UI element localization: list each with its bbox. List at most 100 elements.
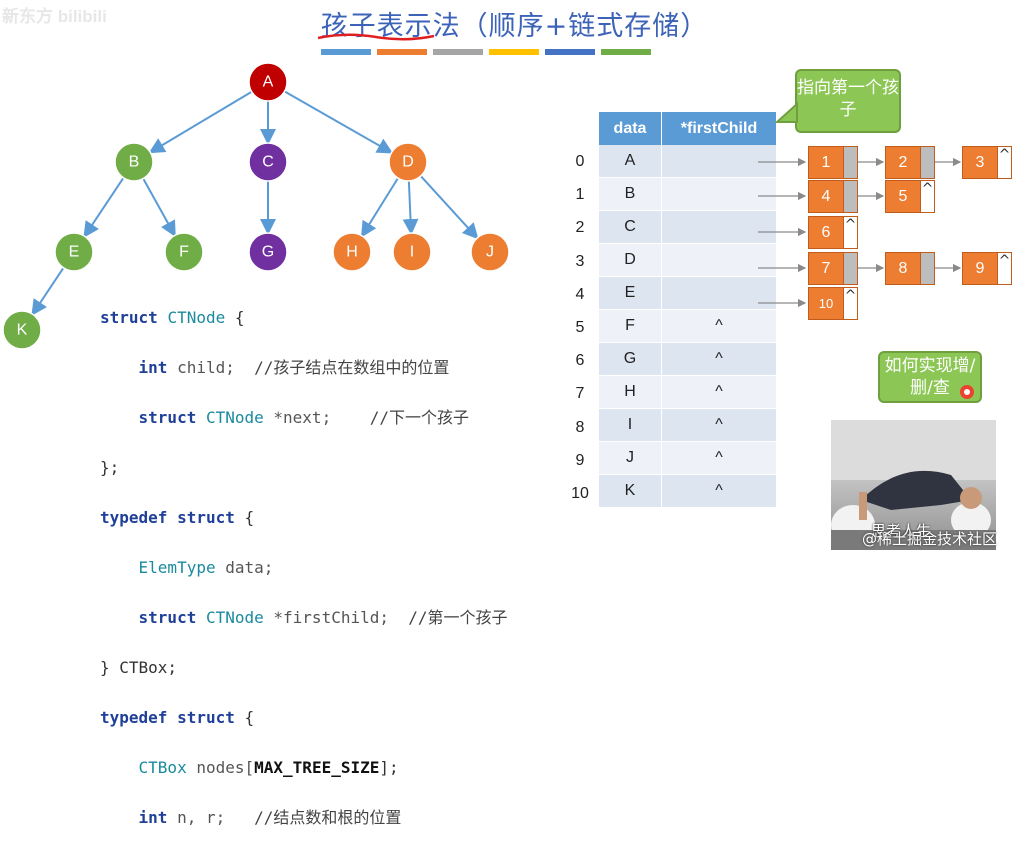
cell-firstchild (662, 277, 776, 310)
svg-text:E: E (69, 244, 80, 261)
next-pointer (920, 147, 934, 178)
cell-firstchild: ^ (662, 442, 776, 475)
table-row: F^ (599, 310, 776, 343)
header-firstchild: *firstChild (662, 112, 776, 145)
array-index: 9 (575, 451, 585, 469)
table-row: C (599, 211, 776, 244)
child-node-box: 6^ (808, 216, 858, 249)
table-row: I^ (599, 409, 776, 442)
tree-node-g: G (248, 232, 288, 272)
next-pointer (843, 181, 857, 212)
cell-data: B (599, 178, 662, 211)
cell-data: E (599, 277, 662, 310)
title-colorbar (489, 49, 539, 55)
tree-node-f: F (164, 232, 204, 272)
cell-firstchild: ^ (662, 310, 776, 343)
svg-text:F: F (179, 244, 189, 261)
child-node-box: 4 (808, 180, 858, 213)
cell-firstchild (662, 211, 776, 244)
tree-node-e: E (54, 232, 94, 272)
cell-data: G (599, 343, 662, 376)
cell-firstchild: ^ (662, 475, 776, 508)
table-row: H^ (599, 376, 776, 409)
child-index: 5 (886, 181, 920, 212)
array-index: 10 (571, 484, 589, 502)
array-index: 4 (575, 285, 585, 303)
tree-edge (31, 267, 65, 316)
tree-node-d: D (388, 142, 428, 182)
child-node-box: 5^ (885, 180, 935, 213)
title-colorbar (377, 49, 427, 55)
next-pointer (843, 253, 857, 284)
child-node-box: 3^ (962, 146, 1012, 179)
tree-node-a: A (248, 62, 288, 102)
cell-data: H (599, 376, 662, 409)
video-caption: 思考人生 (871, 522, 932, 540)
child-node-box: 2 (885, 146, 935, 179)
svg-text:J: J (486, 244, 494, 261)
table-row: G^ (599, 343, 776, 376)
child-node-box: 1 (808, 146, 858, 179)
table-row: J^ (599, 442, 776, 475)
tree-edge (83, 177, 125, 238)
svg-text:D: D (402, 154, 414, 171)
array-index: 3 (575, 252, 585, 270)
table-row: E (599, 277, 776, 310)
next-pointer: ^ (843, 288, 857, 319)
tree-node-k: K (2, 310, 42, 350)
child-index: 1 (809, 147, 843, 178)
title-colorbar (433, 49, 483, 55)
cell-firstchild: ^ (662, 376, 776, 409)
corner-watermark: 新东方 bilibili (2, 7, 107, 26)
title-colorbar (545, 49, 595, 55)
table-row: D (599, 244, 776, 277)
tree-node-c: C (248, 142, 288, 182)
child-index: 6 (809, 217, 843, 248)
array-index: 6 (575, 352, 585, 370)
child-node-box: 8 (885, 252, 935, 285)
cell-data: I (599, 409, 662, 442)
tree-edge (402, 180, 419, 236)
array-index: 2 (575, 219, 585, 237)
header-data: data (599, 112, 662, 145)
code-block: struct CTNode { int child; //孩子结点在数组中的位置… (100, 308, 508, 827)
child-index: 2 (886, 147, 920, 178)
tree-node-h: H (332, 232, 372, 272)
title-colorbar (601, 49, 651, 55)
child-index: 3 (963, 147, 997, 178)
table-row: A (599, 145, 776, 178)
tree-edge (284, 90, 394, 154)
svg-text:A: A (263, 74, 274, 91)
table-row: B (599, 178, 776, 211)
cell-firstchild (662, 244, 776, 277)
cell-data: F (599, 310, 662, 343)
array-index: 5 (575, 318, 585, 336)
cell-firstchild (662, 178, 776, 211)
child-node-box: 9^ (962, 252, 1012, 285)
svg-text:G: G (262, 244, 274, 261)
page-title: 孩子表示法（顺序+链式存储） (320, 11, 709, 42)
next-pointer: ^ (843, 217, 857, 248)
next-pointer (920, 253, 934, 284)
presenter-video: 思考人生 (831, 420, 996, 550)
child-index: 7 (809, 253, 843, 284)
cell-data: C (599, 211, 662, 244)
child-index: 10 (809, 288, 843, 319)
laser-pointer-icon (960, 385, 974, 399)
tree-node-j: J (470, 232, 510, 272)
title-underline (317, 33, 435, 41)
tree-node-i: I (392, 232, 432, 272)
cell-data: K (599, 475, 662, 508)
svg-text:K: K (17, 322, 28, 339)
site-watermark: @稀土掘金技术社区 (862, 530, 998, 548)
tree-edge (142, 178, 176, 238)
cell-data: A (599, 145, 662, 178)
tree-node-b: B (114, 142, 154, 182)
array-index: 7 (575, 385, 585, 403)
cell-data: J (599, 442, 662, 475)
tree-edge (148, 90, 253, 154)
child-index: 8 (886, 253, 920, 284)
